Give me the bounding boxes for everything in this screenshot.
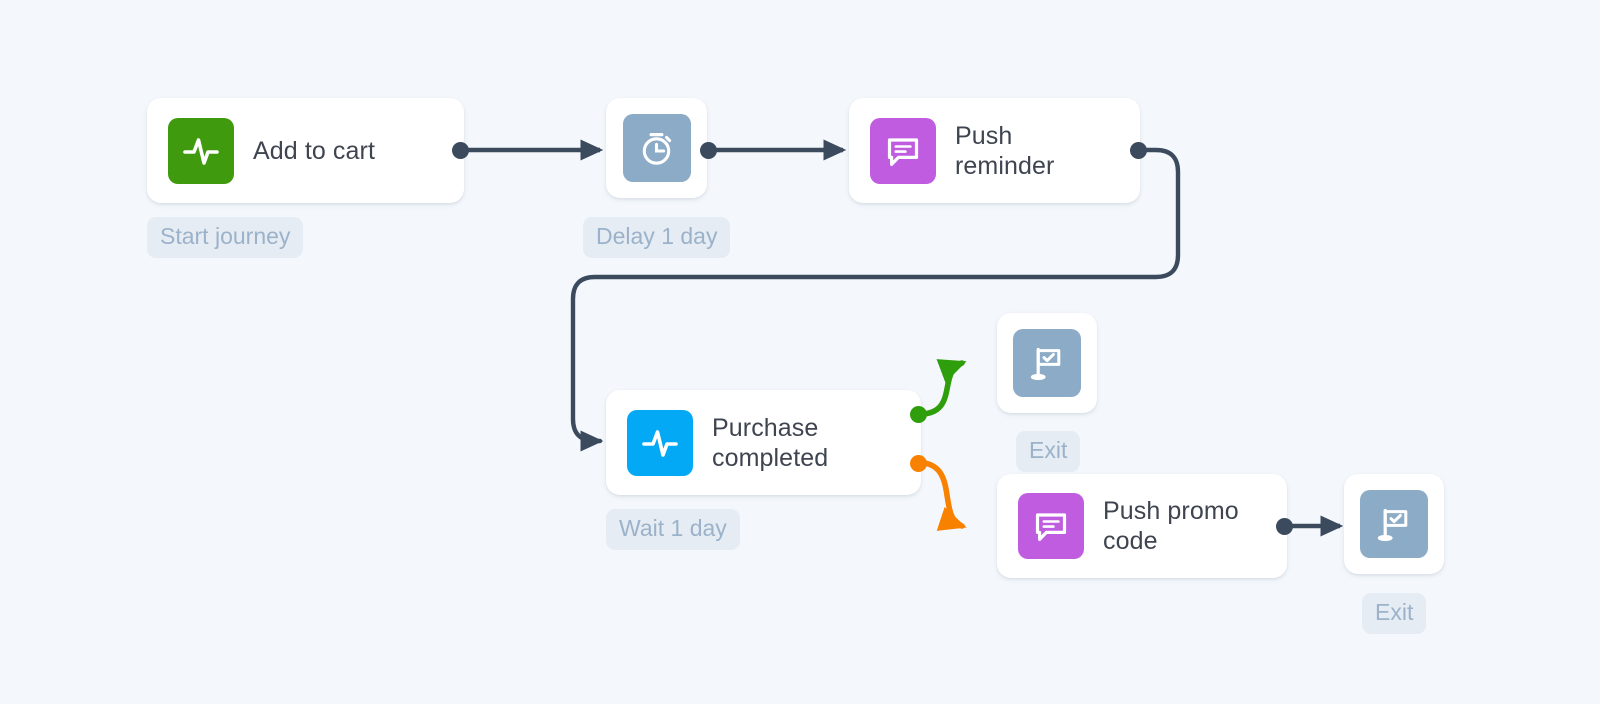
edge-purchase-no-to-push-promo [921,460,967,531]
node-purchase-completed[interactable]: Purchase completed [606,390,921,495]
port-out-add-to-cart[interactable] [452,142,469,159]
node-exit-bottom[interactable] [1344,474,1444,574]
port-out-push-reminder[interactable] [1130,142,1147,159]
port-out-purchase-yes[interactable] [910,406,927,423]
caption-start-journey: Start journey [147,217,304,258]
edge-purchase-yes-to-exit [921,359,967,417]
stopwatch-icon [622,114,691,182]
exit-flag-icon [1360,490,1428,558]
exit-flag-icon [1013,329,1081,397]
node-delay[interactable] [606,98,707,198]
node-exit-top[interactable] [997,313,1097,413]
caption-delay-1-day: Delay 1 day [583,217,731,258]
pulse-icon [627,409,693,476]
pulse-icon [168,117,234,184]
push-message-icon [870,117,936,184]
push-message-icon [1018,493,1084,559]
port-out-purchase-no[interactable] [910,455,927,472]
caption-exit-bottom: Exit [1362,593,1427,634]
caption-exit-top: Exit [1016,431,1081,472]
caption-wait-1-day: Wait 1 day [606,509,740,550]
node-label-add-to-cart: Add to cart [253,136,375,165]
node-label-push-reminder: Push reminder [955,121,1055,180]
node-label-purchase-completed: Purchase completed [712,413,829,472]
node-push-reminder[interactable]: Push reminder [849,98,1140,203]
node-push-promo-code[interactable]: Push promo code [997,474,1287,578]
node-add-to-cart[interactable]: Add to cart [147,98,464,203]
node-label-push-promo-code: Push promo code [1103,497,1239,555]
port-out-push-promo-code[interactable] [1276,518,1293,535]
port-out-delay[interactable] [700,142,717,159]
